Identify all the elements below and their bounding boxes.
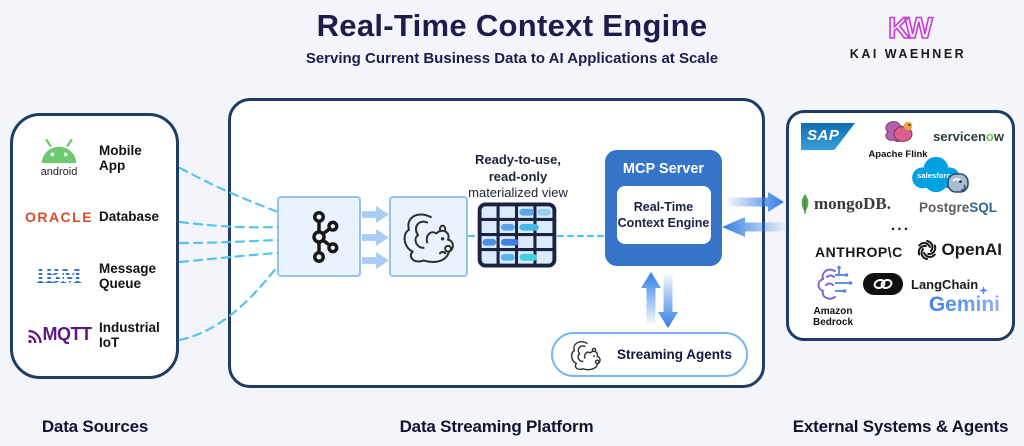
oracle-logo: ORACLE [23, 209, 95, 225]
external-systems-panel: SAP Apache Flink servicenow salesforce [786, 110, 1015, 341]
svg-text:salesforce: salesforce [917, 171, 955, 180]
openai-wordmark: OpenAI [941, 240, 1002, 259]
postgre-text: Postgre [918, 200, 970, 215]
ibm-logo: IBM [23, 262, 95, 288]
openai-logo: OpenAI [916, 239, 1002, 261]
page-subtitle: Serving Current Business Data to AI Appl… [305, 50, 719, 67]
source-label: Database [99, 209, 160, 224]
streaming-agents-pill: Streaming Agents [551, 332, 748, 377]
oracle-wordmark: ORACLE [24, 208, 94, 225]
servicenow-text: servicen [933, 129, 986, 144]
source-label: Message Queue [99, 260, 157, 291]
page-title: Real-Time Context Engine [316, 8, 708, 43]
postgresql-wordmark: PostgreSQL [910, 200, 1006, 215]
android-logo: android [23, 138, 95, 178]
openai-knot-icon [917, 240, 936, 260]
mongodb-wordmark: mongoDB. [814, 194, 891, 213]
sql-text: SQL [969, 200, 998, 215]
source-row-message-queue: IBM Message Queue [23, 247, 166, 305]
materialized-view-label: Ready-to-use, read-only materialized vie… [448, 152, 588, 202]
servicenow-text: w [993, 129, 1004, 144]
source-label: Industrial IoT [99, 319, 160, 350]
mcp-server-box: MCP Server Real-Time Context Engine [605, 150, 722, 266]
ibm-wordmark: IBM [36, 262, 82, 288]
source-row-database: ORACLE Database [23, 188, 166, 246]
langchain-logo: LangChain [863, 273, 978, 295]
engine-line2: Context Engine [617, 216, 710, 230]
servicenow-logo: servicenow [933, 129, 1004, 144]
source-row-industrial-iot: MQTT Industrial IoT [23, 306, 166, 364]
postgresql-elephant-icon [947, 173, 969, 193]
matview-line3: materialized view [468, 185, 568, 201]
flink-squirrel-icon [571, 340, 601, 370]
mqtt-signal-icon [27, 329, 42, 344]
data-sources-panel: android Mobile App ORACLE Database IBM M… [10, 113, 179, 379]
kw-logo-name: KAI WAEHNER [849, 47, 967, 61]
amazon-bedrock-label: Amazon Bedrock [812, 306, 853, 328]
gemini-wordmark: Gemini [928, 293, 1000, 316]
anthropic-logo: ANTHROP\C [815, 244, 903, 260]
kai-waehner-logo: KW KAI WAEHNER [843, 11, 973, 61]
matview-line1: Ready-to-use, [475, 152, 561, 167]
gemini-star-icon [979, 286, 988, 295]
mqtt-wordmark: MQTT [42, 324, 93, 344]
apache-flink-label: Apache Flink [868, 149, 928, 160]
langchain-wordmark: LangChain [911, 276, 979, 292]
sap-logo: SAP [801, 123, 855, 150]
apache-flink-squirrel-icon [885, 121, 913, 142]
caption-data-streaming-platform: Data Streaming Platform [399, 417, 594, 436]
apache-flink-logo: Apache Flink [867, 118, 929, 160]
source-row-mobile-app: android Mobile App [23, 129, 166, 187]
realtime-context-engine-box: Real-Time Context Engine [616, 186, 711, 244]
source-label: Mobile App [99, 142, 142, 173]
gemini-logo: Gemini [928, 286, 1000, 317]
salesforce-cloud-icon: salesforce [912, 156, 960, 193]
android-wordmark: android [40, 165, 78, 178]
caption-external-systems: External Systems & Agents [792, 417, 1009, 436]
flink-squirrel-icon [403, 212, 454, 263]
bedrock-brain-icon [817, 265, 853, 300]
matview-line2: read-only [488, 168, 548, 184]
kafka-broker-box [277, 196, 361, 277]
salesforce-logo: salesforce [907, 153, 965, 200]
materialized-view-table-icon [477, 202, 557, 273]
langchain-pill-icon [863, 273, 903, 295]
amazon-bedrock-logo: Amazon Bedrock [793, 263, 873, 328]
kw-monogram-icon: KW [887, 11, 934, 46]
postgresql-logo: PostgreSQL [910, 171, 1006, 215]
flink-processor-box [389, 196, 468, 277]
mqtt-logo: MQTT [23, 324, 95, 345]
engine-line1: Real-Time [633, 199, 694, 214]
mongodb-leaf-icon [801, 194, 809, 214]
more-systems-ellipsis: ... [890, 217, 911, 234]
servicenow-green-o: o [985, 129, 994, 144]
streaming-agents-label: Streaming Agents [617, 347, 733, 362]
android-robot-icon [41, 138, 77, 163]
mcp-server-title: MCP Server [622, 161, 705, 177]
kafka-icon [312, 210, 339, 263]
caption-data-sources: Data Sources [41, 417, 149, 436]
mongodb-logo: mongoDB. [799, 193, 891, 215]
